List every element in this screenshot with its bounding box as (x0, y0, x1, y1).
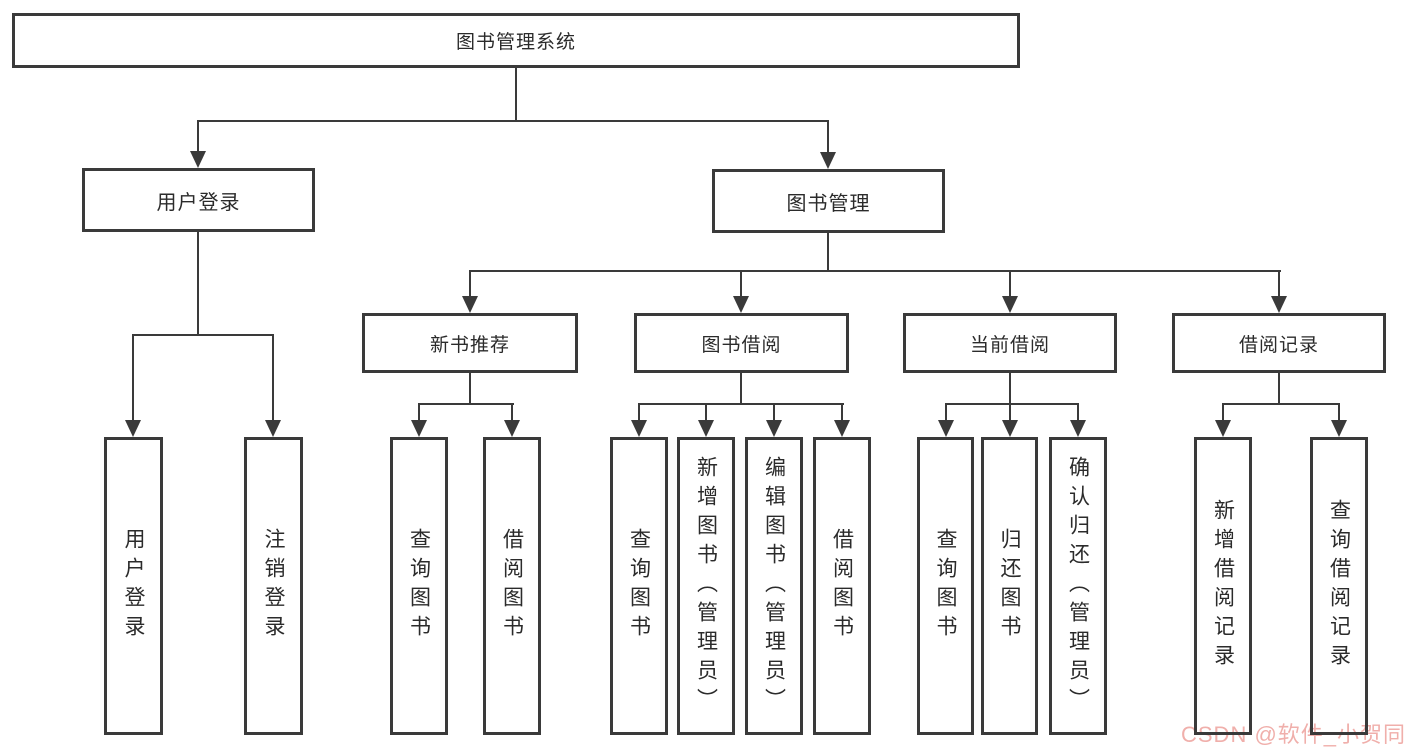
connector (469, 373, 471, 405)
connector (773, 403, 775, 422)
arrowhead-down-icon (462, 296, 478, 313)
connector (740, 270, 742, 298)
connector (638, 403, 640, 422)
connector (469, 270, 471, 298)
node-label: 新增借阅记录 (1211, 499, 1235, 673)
connector (945, 403, 1079, 405)
node-borrow-records: 借阅记录 (1172, 313, 1386, 373)
node-library-system: 图书管理系统 (12, 13, 1020, 68)
connector (1009, 403, 1011, 422)
leaf-user-login: 用户登录 (104, 437, 163, 735)
node-label: 新增图书（管理员） (694, 455, 718, 717)
leaf-confirm-return-admin: 确认归还（管理员） (1049, 437, 1107, 735)
connector (1222, 403, 1340, 405)
connector (1222, 403, 1224, 422)
connector (827, 233, 829, 272)
node-book-borrow: 图书借阅 (634, 313, 849, 373)
connector (132, 334, 134, 422)
arrowhead-down-icon (265, 420, 281, 437)
node-new-book-recommend: 新书推荐 (362, 313, 578, 373)
arrowhead-down-icon (1215, 420, 1231, 437)
connector (1009, 373, 1011, 405)
leaf-add-borrow-record: 新增借阅记录 (1194, 437, 1252, 735)
connector (945, 403, 947, 422)
node-label: 查询借阅记录 (1327, 499, 1351, 673)
arrowhead-down-icon (938, 420, 954, 437)
connector (841, 403, 843, 422)
connector (1278, 373, 1280, 405)
arrowhead-down-icon (698, 420, 714, 437)
connector (469, 270, 1281, 272)
arrowhead-down-icon (1331, 420, 1347, 437)
leaf-query-borrow-record: 查询借阅记录 (1310, 437, 1368, 735)
connector (511, 403, 513, 422)
node-label: 编辑图书（管理员） (762, 455, 786, 717)
node-label: 借阅图书 (830, 528, 854, 644)
node-label: 查询图书 (407, 528, 431, 644)
connector (418, 403, 514, 405)
node-label: 新书推荐 (429, 334, 510, 356)
arrowhead-down-icon (411, 420, 427, 437)
connector (705, 403, 707, 422)
arrowhead-down-icon (1002, 296, 1018, 313)
connector (197, 232, 199, 334)
node-label: 借阅记录 (1238, 334, 1319, 356)
connector (418, 403, 420, 422)
leaf-borrow-books-recommend: 借阅图书 (483, 437, 541, 735)
connector (1278, 270, 1280, 298)
leaf-logout: 注销登录 (244, 437, 303, 735)
arrowhead-down-icon (1271, 296, 1287, 313)
connector (272, 334, 274, 422)
leaf-query-books-borrow: 查询图书 (610, 437, 668, 735)
node-current-borrow: 当前借阅 (903, 313, 1117, 373)
node-label: 注销登录 (262, 528, 285, 644)
node-label: 查询图书 (934, 528, 957, 644)
node-user-login: 用户登录 (82, 168, 315, 232)
arrowhead-down-icon (190, 151, 206, 168)
arrowhead-down-icon (631, 420, 647, 437)
leaf-query-books-current: 查询图书 (917, 437, 974, 735)
connector (638, 403, 844, 405)
arrowhead-down-icon (1070, 420, 1086, 437)
arrowhead-down-icon (504, 420, 520, 437)
arrowhead-down-icon (766, 420, 782, 437)
connector (197, 120, 199, 153)
node-book-management: 图书管理 (712, 169, 945, 233)
node-label: 图书借阅 (701, 334, 782, 356)
node-label: 查询图书 (627, 528, 651, 644)
node-label: 借阅图书 (500, 528, 524, 644)
connector (1077, 403, 1079, 422)
node-label: 归还图书 (998, 528, 1021, 644)
connector (515, 68, 517, 120)
leaf-borrow-books: 借阅图书 (813, 437, 871, 735)
connector (1338, 403, 1340, 422)
leaf-add-books-admin: 新增图书（管理员） (677, 437, 735, 735)
leaf-edit-books-admin: 编辑图书（管理员） (745, 437, 803, 735)
arrowhead-down-icon (820, 152, 836, 169)
node-label: 图书管理系统 (455, 32, 576, 53)
node-label: 图书管理 (786, 192, 871, 215)
connector (132, 334, 274, 336)
connector (827, 120, 829, 153)
node-label: 用户登录 (156, 191, 241, 214)
connector (740, 373, 742, 405)
arrowhead-down-icon (125, 420, 141, 437)
connector (1009, 270, 1011, 298)
node-label: 用户登录 (122, 528, 145, 644)
connector (197, 120, 829, 122)
leaf-query-books-recommend: 查询图书 (390, 437, 448, 735)
arrowhead-down-icon (1002, 420, 1018, 437)
leaf-return-books: 归还图书 (981, 437, 1038, 735)
node-label: 确认归还（管理员） (1066, 455, 1090, 717)
node-label: 当前借阅 (969, 334, 1050, 356)
arrowhead-down-icon (834, 420, 850, 437)
arrowhead-down-icon (733, 296, 749, 313)
